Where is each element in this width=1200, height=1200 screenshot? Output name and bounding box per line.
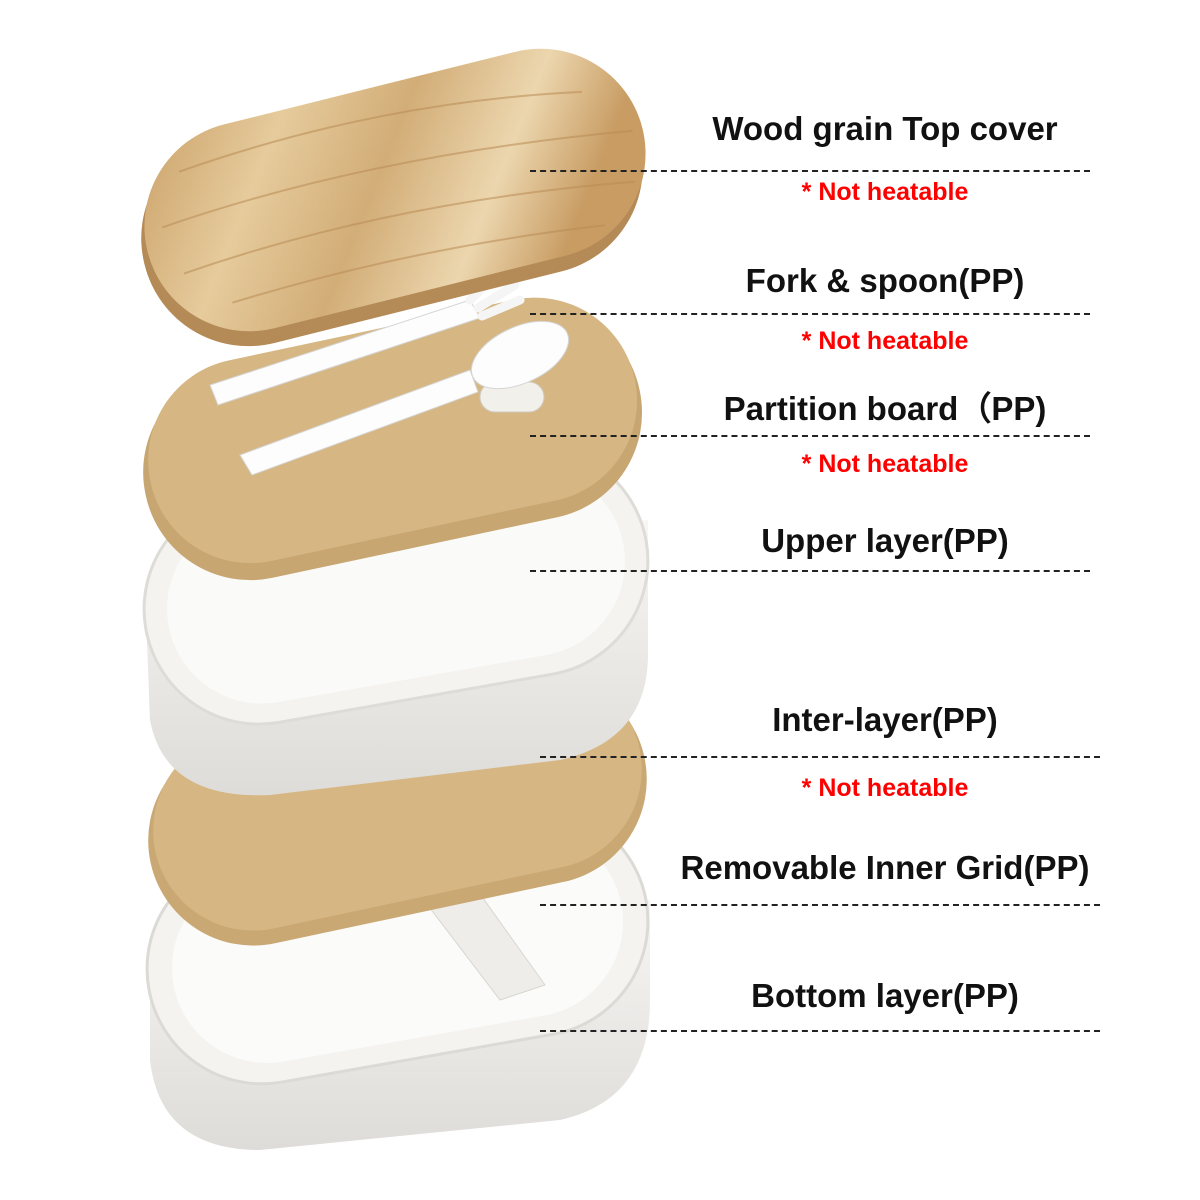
part-label-partition-board: Partition board（PP) xyxy=(723,390,1047,427)
leader-line xyxy=(540,756,1100,758)
not-heatable-note: * Not heatable xyxy=(801,450,969,478)
fork-and-spoon xyxy=(209,267,570,476)
not-heatable-note: * Not heatable xyxy=(801,774,969,802)
part-label-upper-layer: Upper layer(PP) xyxy=(761,522,1009,559)
part-label-inner-grid: Removable Inner Grid(PP) xyxy=(680,849,1090,886)
not-heatable-note: * Not heatable xyxy=(801,178,969,206)
leader-line xyxy=(530,435,1090,437)
part-label-fork-spoon: Fork & spoon(PP) xyxy=(745,262,1025,299)
part-label-inter-layer: Inter-layer(PP) xyxy=(772,701,998,738)
leader-line xyxy=(540,904,1100,906)
not-heatable-note: * Not heatable xyxy=(801,327,969,355)
leader-line xyxy=(530,313,1090,315)
leader-line xyxy=(540,1030,1100,1032)
leader-line xyxy=(530,170,1090,172)
part-label-bottom-layer: Bottom layer(PP) xyxy=(751,977,1019,1014)
wood-grain-top-cover xyxy=(141,48,646,347)
part-label-top-cover: Wood grain Top cover xyxy=(712,110,1058,147)
leader-line xyxy=(530,570,1090,572)
